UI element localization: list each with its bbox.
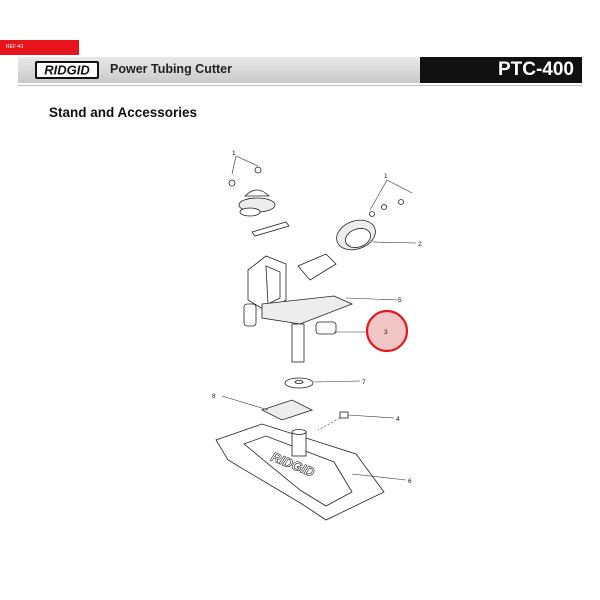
section-title: Stand and Accessories bbox=[49, 105, 198, 120]
model-number: PTC-400 bbox=[497, 59, 574, 80]
base-part-6: RIDGID bbox=[215, 423, 407, 521]
callout-4: 4 bbox=[396, 416, 400, 423]
brand-logo-text: RIDGID bbox=[44, 63, 90, 78]
callout-7: 7 bbox=[362, 379, 366, 386]
upper-knob-assembly bbox=[228, 155, 290, 237]
header-divider bbox=[18, 85, 582, 86]
pad-part-8 bbox=[221, 395, 314, 421]
mounting-bracket bbox=[297, 253, 337, 281]
post bbox=[291, 323, 305, 363]
callout-8: 8 bbox=[212, 393, 216, 400]
brand-logo: RIDGID bbox=[35, 61, 99, 79]
callout-1-left: 1 bbox=[232, 150, 236, 157]
callout-5: 5 bbox=[398, 297, 402, 304]
screw-part-4 bbox=[317, 411, 395, 431]
washer-part-7 bbox=[284, 377, 361, 389]
motor-head-part-2 bbox=[336, 179, 417, 251]
ref-tag: REF-43 bbox=[0, 40, 79, 55]
callout-1-right: 1 bbox=[384, 173, 388, 180]
document-title: Power Tubing Cutter bbox=[110, 62, 232, 76]
callout-2: 2 bbox=[418, 241, 422, 248]
model-box: PTC-400 bbox=[420, 57, 582, 83]
main-frame-assembly bbox=[243, 255, 399, 335]
callout-6: 6 bbox=[408, 478, 412, 485]
callout-3: 3 bbox=[384, 329, 388, 336]
highlight-circle bbox=[365, 309, 409, 353]
